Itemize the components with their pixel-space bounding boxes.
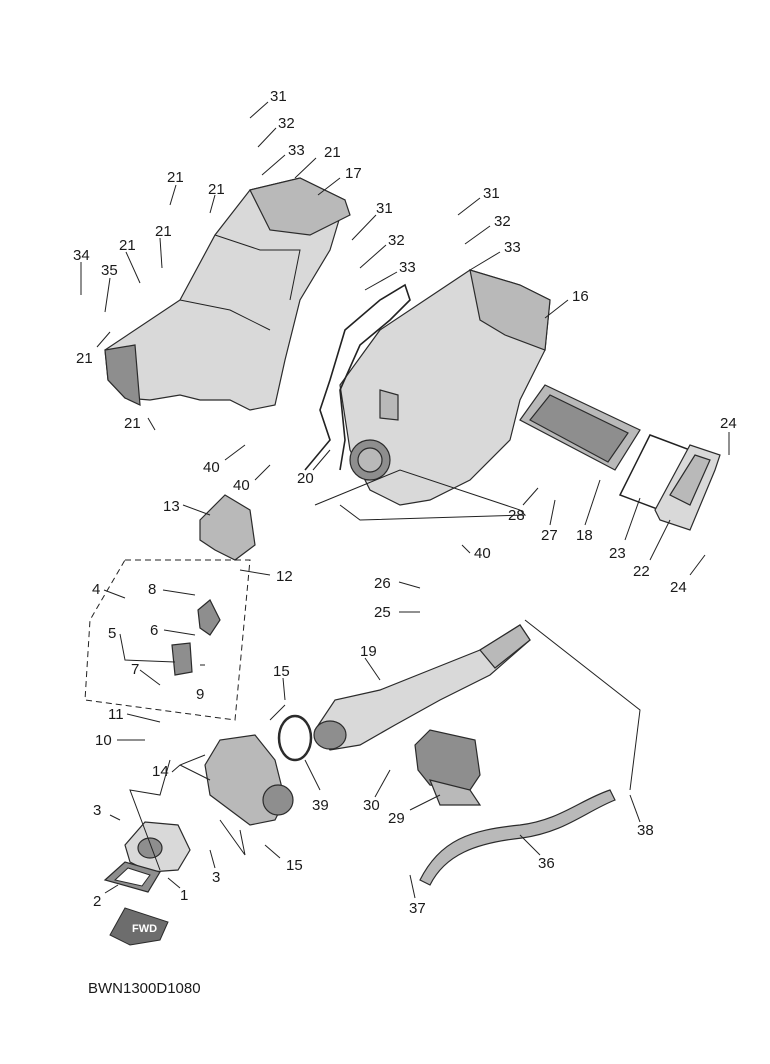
callout-12: 12 (276, 568, 293, 585)
leader-lines (80, 101, 730, 899)
callout-25: 25 (374, 604, 391, 621)
callout-22: 22 (633, 563, 650, 580)
air-box-main-housing (339, 269, 551, 506)
callout-15: 15 (286, 857, 303, 874)
callout-19: 19 (360, 643, 377, 660)
callout-21: 21 (76, 350, 93, 367)
callout-15: 15 (273, 663, 290, 680)
callout-35: 35 (101, 262, 118, 279)
air-box-left-housing (104, 177, 351, 411)
callout-34: 34 (73, 247, 90, 264)
callout-40: 40 (203, 459, 220, 476)
callout-21: 21 (167, 169, 184, 186)
throttle-body (204, 734, 294, 826)
callout-32-mid: 32 (388, 232, 405, 249)
callout-31-top: 31 (270, 88, 287, 105)
callout-31-right: 31 (483, 185, 500, 202)
callout-5: 5 (108, 625, 116, 642)
callout-7: 7 (131, 661, 139, 678)
callout-14: 14 (152, 763, 169, 780)
callout-26: 26 (374, 575, 391, 592)
sensor-assembly-group (84, 559, 251, 721)
resonator (414, 729, 482, 806)
callout-labels: 31 32 33 21 17 21 21 21 21 34 35 21 21 4… (73, 88, 737, 917)
callout-21: 21 (155, 223, 172, 240)
fwd-arrow: FWD (109, 907, 169, 946)
callout-31-mid: 31 (376, 200, 393, 217)
callout-4: 4 (92, 581, 100, 598)
callout-17: 17 (345, 165, 362, 182)
callout-40: 40 (233, 477, 250, 494)
callout-37: 37 (409, 900, 426, 917)
callout-16: 16 (572, 288, 589, 305)
callout-39: 39 (312, 797, 329, 814)
callout-36: 36 (538, 855, 555, 872)
callout-30: 30 (363, 797, 380, 814)
callout-38: 38 (637, 822, 654, 839)
callout-29: 29 (388, 810, 405, 827)
callout-1: 1 (180, 887, 188, 904)
callout-13: 13 (163, 498, 180, 515)
callout-32-top: 32 (278, 115, 295, 132)
joint-gasket (103, 861, 161, 893)
callout-33-mid: 33 (399, 259, 416, 276)
callout-21: 21 (208, 181, 225, 198)
clamp-band (277, 714, 313, 762)
callout-3: 3 (93, 802, 101, 819)
intake-joint (124, 821, 191, 873)
callout-40: 40 (474, 545, 491, 562)
callout-3: 3 (212, 869, 220, 886)
breather-hose (304, 283, 411, 471)
callout-24: 24 (720, 415, 737, 432)
air-filter-element (519, 384, 641, 471)
fwd-label: FWD (132, 923, 157, 935)
callout-2: 2 (93, 893, 101, 910)
sensor-cover (199, 494, 256, 561)
callout-10: 10 (95, 732, 112, 749)
callout-27: 27 (541, 527, 558, 544)
drain-hose (419, 789, 616, 886)
callout-9: 9 (196, 686, 204, 703)
callout-18: 18 (576, 527, 593, 544)
callout-32-right: 32 (494, 213, 511, 230)
callout-21: 21 (119, 237, 136, 254)
callout-21-top: 21 (324, 144, 341, 161)
intake-duct (313, 624, 531, 751)
filter-cover (654, 444, 721, 531)
alignment-lines (129, 469, 641, 871)
callout-20: 20 (297, 470, 314, 487)
callout-6: 6 (150, 622, 158, 639)
callout-21: 21 (124, 415, 141, 432)
callout-8: 8 (148, 581, 156, 598)
callout-23: 23 (609, 545, 626, 562)
callout-28: 28 (508, 507, 525, 524)
callout-11: 11 (108, 706, 124, 723)
callout-33-top: 33 (288, 142, 305, 159)
callout-24: 24 (670, 579, 687, 596)
drawing-code: BWN1300D1080 (88, 980, 201, 997)
callout-33-right: 33 (504, 239, 521, 256)
